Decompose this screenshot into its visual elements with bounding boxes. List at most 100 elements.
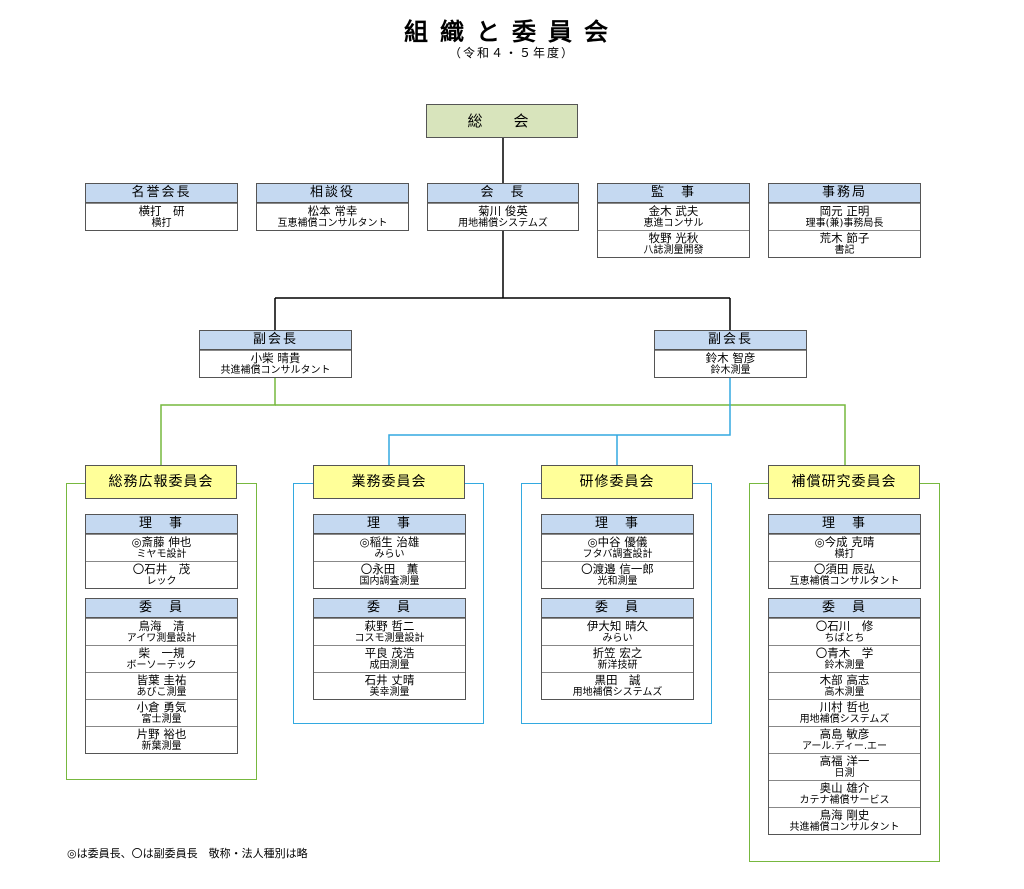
person-org: 成田測量 xyxy=(369,660,410,671)
role-header: 事務局 xyxy=(769,184,920,203)
directors-header: 理 事 xyxy=(86,515,237,534)
member-entry: 平良 茂浩成田測量 xyxy=(314,645,465,672)
person-org: 互恵補償コンサルタント xyxy=(277,218,388,229)
member-entry: 皆葉 圭祐あびこ測量 xyxy=(86,672,237,699)
member-entry: 木部 高志高木測量 xyxy=(769,672,920,699)
person-name: 松本 常幸 xyxy=(307,204,358,218)
person-name: 菊川 俊英 xyxy=(478,204,528,218)
director-entry: 〇石井 茂レック xyxy=(86,561,237,588)
committee-title: 補償研究委員会 xyxy=(768,465,920,499)
members-header: 委 員 xyxy=(542,599,693,618)
page-subtitle: （令和４・５年度） xyxy=(448,46,575,60)
role-box-secretariat: 事務局 岡元 正明 理事(兼)事務局長 荒木 節子 書記 xyxy=(768,183,921,258)
members-header: 委 員 xyxy=(769,599,920,618)
role-entry: 菊川 俊英 用地補償システムズ xyxy=(428,203,578,230)
person-name: 萩野 哲二 xyxy=(364,619,415,633)
member-entry: 〇青木 学鈴木測量 xyxy=(769,645,920,672)
role-header: 相談役 xyxy=(257,184,408,203)
person-org: 書記 xyxy=(834,245,855,256)
members-header: 委 員 xyxy=(86,599,237,618)
person-org: 用地補償システムズ xyxy=(458,218,548,229)
person-org: ちばとち xyxy=(824,633,865,644)
person-name: 川村 哲也 xyxy=(819,700,870,714)
members-box: 委 員 伊大知 晴久みらい 折笠 宏之新洋技研 黒田 誠用地補償システムズ xyxy=(541,598,694,700)
person-name: 〇渡邉 信一郎 xyxy=(581,562,654,576)
person-name: 鈴木 智彦 xyxy=(705,351,756,365)
member-entry: 高島 敏彦アール.ディー.エー xyxy=(769,726,920,753)
role-box-advisor: 相談役 松本 常幸 互恵補償コンサルタント xyxy=(256,183,409,231)
member-entry: 〇石川 修ちばとち xyxy=(769,618,920,645)
person-org: アール.ディー.エー xyxy=(801,741,888,752)
person-name: 奥山 雄介 xyxy=(819,781,870,795)
person-name: 牧野 光秋 xyxy=(648,231,699,245)
director-entry: ◎稲生 治雄みらい xyxy=(314,534,465,561)
person-org: 光和測量 xyxy=(597,576,638,587)
footnote: ◎は委員長、〇は副委員長 敬称・法人種別は略 xyxy=(67,847,308,860)
members-box: 委 員 鳥海 清アイワ測量設計 柴 一規ボーソーテック 皆葉 圭祐あびこ測量 小… xyxy=(85,598,238,754)
committee-title: 業務委員会 xyxy=(313,465,465,499)
role-box-honorary-president: 名誉会長 横打 研 横打 xyxy=(85,183,238,231)
member-entry: 鳥海 清アイワ測量設計 xyxy=(86,618,237,645)
person-org: 理事(兼)事務局長 xyxy=(805,218,884,229)
director-entry: ◎斎藤 伸也ミヤモ設計 xyxy=(86,534,237,561)
person-org: 横打 xyxy=(151,218,172,229)
person-org: 横打 xyxy=(834,549,855,560)
person-name: 鳥海 清 xyxy=(138,619,185,633)
general-assembly-box: 総 会 xyxy=(426,104,578,138)
role-entry: 松本 常幸 互恵補償コンサルタント xyxy=(257,203,408,230)
role-header: 副会長 xyxy=(655,331,806,350)
person-name: 折笠 宏之 xyxy=(592,646,643,660)
member-entry: 石井 丈晴美幸測量 xyxy=(314,672,465,699)
person-org: 用地補償システムズ xyxy=(572,687,663,698)
person-org: 美幸測量 xyxy=(369,687,410,698)
person-org: ボーソーテック xyxy=(126,660,197,671)
page-title: 組織と委員会 xyxy=(404,18,620,46)
person-name: 柴 一規 xyxy=(138,646,185,660)
person-org: 共進補償コンサルタント xyxy=(220,365,331,376)
person-org: 用地補償システムズ xyxy=(799,714,890,725)
role-box-auditor: 監 事 金木 武夫 恵進コンサル 牧野 光秋 八誌測量開發 xyxy=(597,183,750,258)
member-entry: 小倉 勇気富士測量 xyxy=(86,699,237,726)
person-org: アイワ測量設計 xyxy=(126,633,197,644)
members-header: 委 員 xyxy=(314,599,465,618)
person-name: 黒田 誠 xyxy=(594,673,641,687)
person-name: ◎今成 克晴 xyxy=(814,535,875,549)
person-org: みらい xyxy=(602,633,633,644)
directors-box: 理 事 ◎今成 克晴横打 〇須田 辰弘互恵補償コンサルタント xyxy=(768,514,921,589)
person-org: 鈴木測量 xyxy=(710,365,751,376)
member-entry: 黒田 誠用地補償システムズ xyxy=(542,672,693,699)
person-org: 国内調査測量 xyxy=(359,576,420,587)
role-box-president: 会 長 菊川 俊英 用地補償システムズ xyxy=(427,183,579,231)
directors-header: 理 事 xyxy=(769,515,920,534)
committee-title: 研修委員会 xyxy=(541,465,693,499)
directors-box: 理 事 ◎稲生 治雄みらい 〇永田 薫国内調査測量 xyxy=(313,514,466,589)
person-name: 〇須田 辰弘 xyxy=(813,562,876,576)
member-entry: 奥山 雄介カテナ補償サービス xyxy=(769,780,920,807)
person-name: 〇石井 茂 xyxy=(132,562,191,576)
directors-box: 理 事 ◎中谷 優儀フタバ調査設計 〇渡邉 信一郎光和測量 xyxy=(541,514,694,589)
person-name: ◎斎藤 伸也 xyxy=(131,535,192,549)
person-name: 〇石川 修 xyxy=(815,619,874,633)
person-name: ◎中谷 優儀 xyxy=(587,535,648,549)
role-entry: 小柴 晴貴 共進補償コンサルタント xyxy=(200,350,351,377)
director-entry: ◎今成 克晴横打 xyxy=(769,534,920,561)
role-box-vice-president-2: 副会長 鈴木 智彦 鈴木測量 xyxy=(654,330,807,378)
members-box: 委 員 萩野 哲二コスモ測量設計 平良 茂浩成田測量 石井 丈晴美幸測量 xyxy=(313,598,466,700)
person-name: 皆葉 圭祐 xyxy=(136,673,187,687)
role-header: 名誉会長 xyxy=(86,184,237,203)
member-entry: 萩野 哲二コスモ測量設計 xyxy=(314,618,465,645)
member-entry: 伊大知 晴久みらい xyxy=(542,618,693,645)
person-name: 木部 高志 xyxy=(819,673,870,687)
directors-header: 理 事 xyxy=(542,515,693,534)
director-entry: 〇須田 辰弘互恵補償コンサルタント xyxy=(769,561,920,588)
person-name: 石井 丈晴 xyxy=(364,673,415,687)
person-org: みらい xyxy=(374,549,405,560)
person-org: 新葉測量 xyxy=(141,741,182,752)
person-name: 金木 武夫 xyxy=(648,204,699,218)
person-name: 鳥海 剛史 xyxy=(819,808,870,822)
person-org: 新洋技研 xyxy=(597,660,638,671)
director-entry: ◎中谷 優儀フタバ調査設計 xyxy=(542,534,693,561)
person-name: 小柴 晴貴 xyxy=(250,351,301,365)
person-name: 岡元 正明 xyxy=(819,204,870,218)
